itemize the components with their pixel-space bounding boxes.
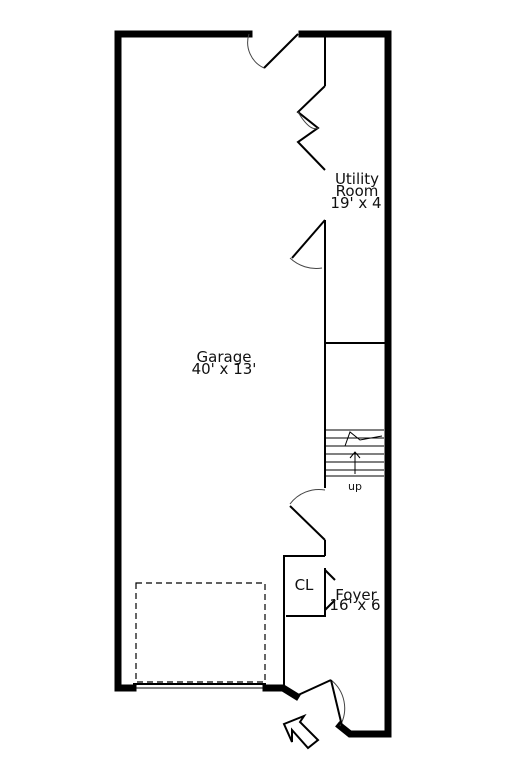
top-door (247, 33, 299, 69)
stairs: up (325, 429, 384, 493)
foyer-name: Foyer (335, 586, 377, 604)
outer-walls (114, 30, 392, 738)
closet-name: CL (295, 576, 314, 594)
utility-size: 19' x 4 (330, 194, 381, 212)
utility-partition (289, 34, 326, 488)
stairs-label: up (348, 480, 362, 493)
garage-name: Garage (197, 348, 252, 366)
garage-size: 40' x 13' (192, 360, 257, 378)
utility-name-line1: Utility (335, 170, 379, 188)
parking-space-outline (135, 582, 266, 683)
foyer-size: 16' x 6 (329, 596, 380, 614)
foyer-door (289, 488, 326, 556)
arrow-up-icon (349, 451, 361, 474)
garage-door (133, 683, 266, 689)
closet (283, 555, 336, 690)
utility-name-line2: Room (336, 182, 379, 200)
entry-arrow-icon (282, 713, 320, 750)
entry-door (295, 679, 346, 727)
